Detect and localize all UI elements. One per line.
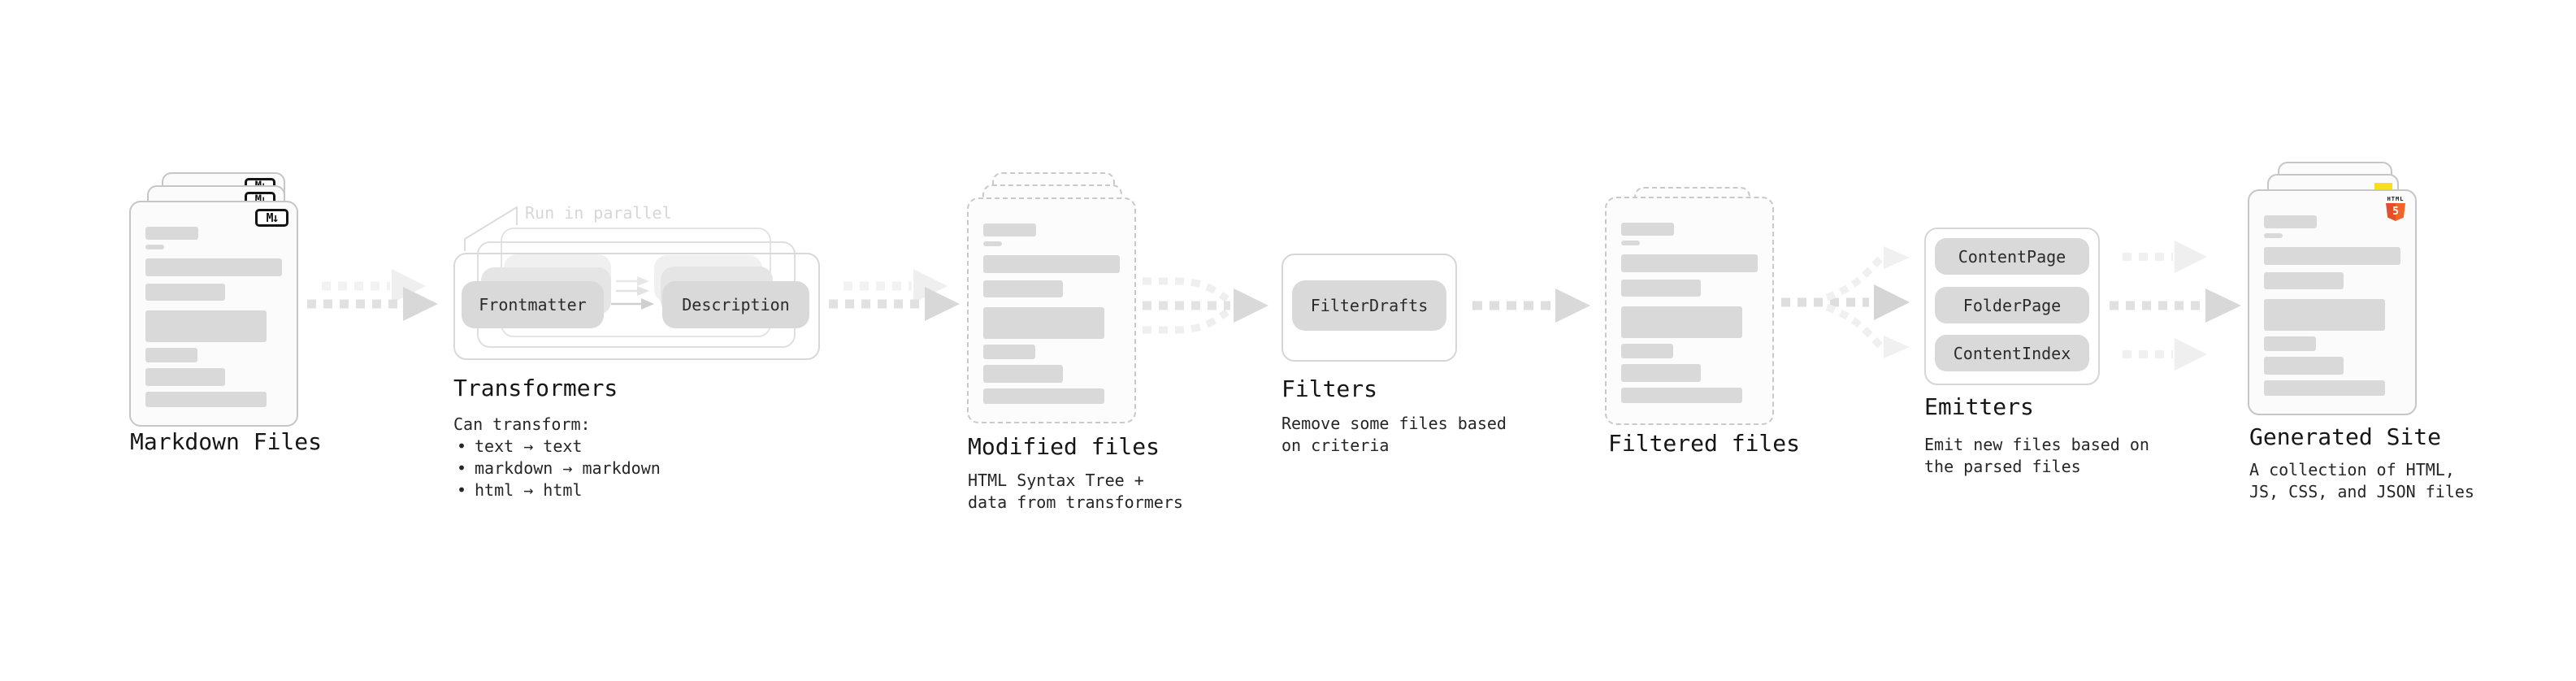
parallel-note: Run in parallel: [525, 203, 672, 223]
doc-text-lines: [1607, 198, 1772, 423]
line: [145, 392, 267, 407]
line: [145, 227, 198, 240]
transform-list: • text → text • markdown → markdown • html …: [453, 436, 661, 501]
stage-title: Filtered files: [1608, 430, 1801, 457]
line: [2264, 247, 2400, 265]
contentpage-pill: ContentPage: [1935, 238, 2089, 275]
list-item-text: html → html: [475, 480, 583, 500]
line: [145, 348, 197, 362]
folderpage-pill: FolderPage: [1935, 287, 2089, 323]
line: [1621, 306, 1742, 338]
line: [983, 345, 1035, 359]
stage-emitters: ContentPage FolderPage ContentIndex Emit…: [1924, 228, 2149, 488]
line: [1621, 280, 1701, 297]
list-item: • text → text: [453, 436, 661, 458]
markdown-icon: M↓: [255, 209, 288, 227]
line: [1621, 241, 1640, 245]
html5-icon: HTML 5: [2385, 196, 2406, 221]
stage-subtitle: A collection of HTML, JS, CSS, and JSON …: [2249, 459, 2474, 503]
line: [2264, 357, 2344, 375]
generated-doc-html: HTML 5: [2248, 189, 2417, 415]
doc-text-lines: [2249, 191, 2415, 414]
line: [1621, 344, 1673, 358]
stage-title: Transformers: [453, 375, 618, 401]
line: [2264, 299, 2385, 331]
stage-filters: FilterDrafts Filters Remove some files b…: [1281, 254, 1507, 465]
stage-title: Modified files: [968, 433, 1160, 460]
line: [2264, 380, 2385, 396]
line: [145, 245, 164, 249]
stage-subtitle: Remove some files based on criteria: [1281, 413, 1507, 457]
stage-transformers: Run in parallel Frontmatter Description …: [453, 195, 835, 520]
stage-generated-site: CSS HTML 5 Generated Site A collection o…: [2248, 162, 2474, 519]
arrow-emitters-to-generated: [2110, 241, 2241, 371]
line: [983, 388, 1104, 404]
subtitle-line: Emit new files based on: [1924, 435, 2149, 454]
doc-text-lines: [131, 202, 297, 425]
stage-title: Filters: [1281, 375, 1378, 402]
filtered-doc-front: [1605, 197, 1774, 425]
line: [2264, 336, 2316, 351]
subtitle-line: A collection of HTML,: [2249, 460, 2455, 479]
arrow-transformers-to-modified: [829, 269, 960, 321]
line: [1621, 364, 1701, 382]
frontmatter-pill: Frontmatter: [462, 281, 604, 328]
subtitle-line: on criteria: [1281, 436, 1390, 455]
arrow-filters-to-filtered: [1472, 288, 1590, 323]
line: [145, 310, 267, 342]
line: [983, 223, 1036, 236]
list-item: • markdown → markdown: [453, 458, 661, 479]
transformer-box-front: [453, 253, 820, 360]
html5-icon-word: HTML: [2387, 196, 2405, 202]
stage-subtitle: HTML Syntax Tree + data from transformer…: [968, 470, 1183, 514]
subtitle-line: Remove some files based: [1281, 414, 1507, 433]
line: [1621, 388, 1742, 403]
bullet-icon: •: [456, 480, 466, 500]
bullet-icon: •: [456, 436, 466, 456]
line: [2264, 272, 2344, 289]
line: [983, 255, 1120, 273]
js-icon: [2374, 183, 2392, 192]
bullet-icon: •: [456, 458, 466, 478]
list-item-text: markdown → markdown: [475, 458, 661, 478]
stage-markdown-files: M↓ M↓ M↓ Markdown Files: [129, 172, 332, 514]
stage-title: Markdown Files: [130, 428, 323, 455]
line: [983, 280, 1063, 297]
subtitle-line: the parsed files: [1924, 457, 2081, 476]
stage-title: Generated Site: [2249, 423, 2442, 450]
line: [983, 307, 1104, 339]
line: [1621, 223, 1674, 236]
line: [2264, 215, 2317, 228]
line: [1621, 254, 1758, 272]
doc-text-lines: [969, 199, 1134, 422]
list-item-text: text → text: [475, 436, 583, 456]
line: [983, 365, 1063, 383]
contentindex-pill: ContentIndex: [1935, 335, 2089, 371]
html5-icon-shield: 5: [2386, 203, 2405, 221]
modified-doc-front: [967, 197, 1136, 423]
line: [145, 284, 225, 301]
stage-modified-files: Modified files HTML Syntax Tree + data f…: [967, 172, 1186, 514]
stage-title: Emitters: [1924, 393, 2034, 420]
subtitle-line: JS, CSS, and JSON files: [2249, 482, 2474, 501]
stage-heading: Can transform:: [453, 414, 591, 434]
line: [145, 368, 225, 386]
stage-filtered-files: Filtered files: [1605, 187, 1808, 463]
line: [2264, 233, 2283, 238]
markdown-doc-front: M↓: [129, 201, 298, 427]
subtitle-line: data from transformers: [968, 492, 1183, 512]
line: [145, 258, 282, 276]
subtitle-line: HTML Syntax Tree +: [968, 471, 1144, 490]
filterdrafts-pill: FilterDrafts: [1292, 280, 1446, 331]
stage-subtitle: Emit new files based on the parsed files: [1924, 434, 2149, 478]
description-pill: Description: [662, 281, 809, 328]
list-item: • html → html: [453, 479, 661, 501]
line: [983, 241, 1002, 246]
